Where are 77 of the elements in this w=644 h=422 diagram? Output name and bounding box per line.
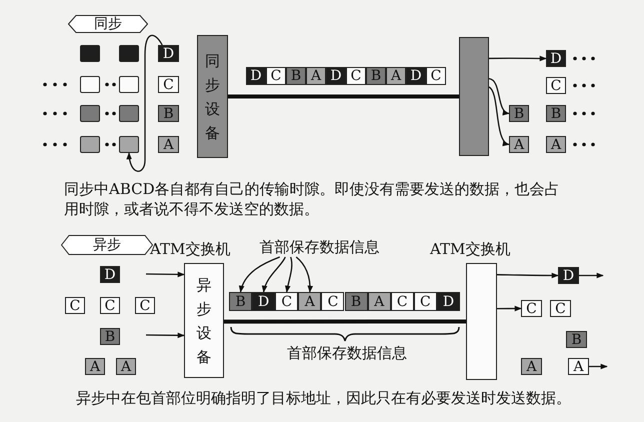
packet-box: A [546,136,566,153]
empty-slot [119,45,139,62]
multiplexer-box: 异步设备 [184,263,224,378]
packet-box: C [65,297,85,314]
stream-slot: D [246,67,266,85]
multiplexer-box: 同步设备 [197,35,228,158]
caption-text: 异步中在包首部位明确指明了目标地址，因此只在有必要发送时发送数据。 [76,389,571,408]
stream-slot: C [266,67,286,85]
switch-bar [459,37,489,156]
stream-slot: C [275,292,298,311]
packet-box: A [509,136,529,153]
packet-box: C [158,76,179,93]
stream-slot: A [298,292,322,311]
arrow [488,86,510,146]
annotation-text: 首部保存数据信息 [251,238,388,257]
device-label: ATM交换机 [430,240,510,260]
packet-box: C [135,297,155,314]
packet-box: B [100,328,120,345]
section-tag: 同步 [68,15,148,33]
arrow [285,256,292,293]
packet-box: B [546,105,566,122]
packet-box: A [85,358,105,375]
arrow [239,256,280,293]
packet-box: A [158,136,179,153]
empty-slot [80,45,100,62]
transmission-line [228,94,459,98]
stream-slot: C [426,67,446,85]
packet-box: B [509,105,529,122]
packet-box: D [546,50,566,67]
stream-slot: B [344,292,368,311]
packet-box: A [521,358,542,375]
empty-slot [80,136,100,153]
stream-slot: D [326,67,346,85]
stream-slot: A [386,67,406,85]
packet-box: D [100,266,120,283]
packet-box: C [546,77,566,94]
arrow [146,332,185,338]
brace-label: 首部保存数据信息 [287,344,407,364]
arrow [488,78,510,114]
stream-slot: D [406,67,426,85]
arrow [262,256,286,293]
packet-box: A [568,358,589,375]
empty-slot [80,105,100,122]
stream-slot: C [321,292,344,311]
transmission-line [224,320,466,324]
caption-text: 同步中ABCD各自都有自己的传输时隙。即使没有需要发送的数据，也会占用时隙，或者说不得不发送空的数据。 [64,180,561,219]
arrow [589,364,608,370]
arrow [497,306,522,312]
packet-box: D [558,267,579,284]
empty-slot [80,76,100,93]
empty-slot [119,136,139,153]
packet-box: C [100,297,120,314]
stream-slot: D [436,292,460,311]
stream-slot: D [252,292,276,311]
packet-box: B [566,331,587,348]
packet-box: A [116,358,136,375]
arrow [296,256,313,293]
device-label: ATM交换机 [150,240,230,260]
arrow [579,272,604,278]
packet-box: C [521,300,542,317]
stream-slot: C [390,292,414,311]
stream-slot: B [229,292,252,311]
packet-box: C [550,300,571,317]
stream-slot: C [346,67,366,85]
arrow [497,272,559,278]
packet-box: D [158,45,179,62]
packet-box: B [158,105,179,122]
empty-slot [119,76,139,93]
stream-slot: C [414,292,437,311]
arrow [146,272,185,278]
arrow [489,56,547,62]
stream-slot: B [366,67,386,85]
switch-bar [466,263,497,380]
stream-slot: A [368,292,391,311]
stream-slot: B [286,67,306,85]
stream-slot: A [306,67,326,85]
empty-slot [119,105,139,122]
